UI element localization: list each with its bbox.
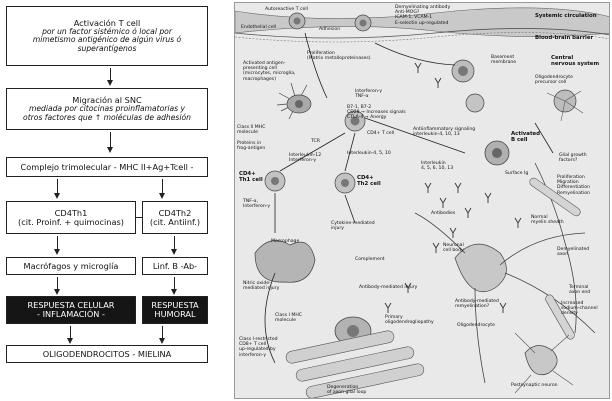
- label-proliferation: Proliferation (Matrix metalloproteinases…: [307, 51, 371, 61]
- step-cns-migration: Migración al SNC mediada por citocinas p…: [6, 88, 208, 130]
- trimolecular-text: Complejo trimolecular - MHC II+Ag+Tcell …: [21, 163, 194, 172]
- cellular-response-box: RESPUESTA CELULAR - INFLAMACIÓN -: [6, 296, 136, 324]
- label-oligodendrocyte: Oligodendrocyte: [457, 323, 495, 328]
- label-class1-cd8: Class I-restricted CD8+ T cell up-regula…: [239, 337, 278, 358]
- label-nitric: Nitric oxide- mediated injury: [243, 281, 279, 291]
- tcell-activation-line-3: superantígenos: [78, 45, 137, 54]
- label-proteins: Proteins in frog-antigen: [237, 141, 265, 151]
- arrow-to-linf: [174, 236, 175, 250]
- label-surface-ig: Surface Ig: [505, 171, 528, 176]
- th1-line-2: (cit. Proinf. + quimocinas): [18, 218, 124, 227]
- th1-box: CD4Th1 (cit. Proinf. + quimocinas): [6, 201, 136, 234]
- label-bbb: Blood-brain barrier: [535, 35, 593, 41]
- label-adhesion: Adhesion: [319, 27, 340, 32]
- label-neuronal: Neuronal cell body: [443, 243, 464, 253]
- label-systemic: Systemic circulation: [535, 13, 597, 19]
- label-ab-remyel: Antibody-mediated remyelination?: [455, 299, 499, 309]
- label-th1: CD4+ Th1 cell: [239, 171, 263, 183]
- humoral-line-2: HUMORAL: [154, 310, 195, 319]
- label-class1: Class I MHC molecule: [275, 313, 302, 323]
- step-trimolecular-complex: Complejo trimolecular - MHC II+Ag+Tcell …: [6, 157, 208, 177]
- label-interleukin: Interleukin 4, 5, 6, 10, 13: [421, 161, 453, 171]
- arrow-to-humoral: [174, 277, 175, 290]
- final-text: OLIGODENDROCITOS - MIELINA: [43, 350, 172, 359]
- arrow-2: [110, 132, 111, 148]
- lymph-b-text: Linf. B -Ab-: [153, 262, 197, 271]
- lymph-b-box: Linf. B -Ab-: [142, 257, 208, 275]
- ms-pathogenesis-illustration: Autoreactive T cell Endothelial cell Adh…: [234, 2, 610, 399]
- macrophage-box: Macrófagos y microglía: [6, 257, 136, 275]
- arrow-to-final-left: [70, 326, 71, 339]
- macrophage-text: Macrófagos y microglía: [24, 262, 119, 271]
- step-tcell-activation: Activación T cell por un factor sistémic…: [6, 6, 208, 66]
- label-cytokine: Cytokine-mediated injury: [331, 221, 375, 231]
- label-vcam: Demyelinating antibody Anti-MOG? ICAM-1,…: [395, 5, 450, 26]
- label-primary: Primary oligodendrogliopathy: [385, 315, 434, 325]
- th2-to-th1-link: [136, 217, 142, 218]
- label-complement: Complement: [355, 257, 385, 262]
- label-interferon-g: Interferon-γ TNF-α: [355, 89, 382, 99]
- arrow-to-final-right: [162, 326, 163, 339]
- label-apc: Activated antigen- presenting cell (micr…: [243, 61, 295, 82]
- label-class2: Class II MHC molecule: [237, 125, 265, 135]
- label-il12: Interleukin-12 Interferon-γ: [289, 153, 321, 163]
- label-degeneration: Degeneration of axon glial loop: [327, 385, 366, 395]
- label-cns: Central nervous system: [551, 55, 599, 67]
- label-activated-b: Activated B cell: [511, 131, 540, 143]
- label-basement: Basement membrane: [491, 55, 516, 65]
- label-terminal: Terminal axon end: [569, 285, 590, 295]
- label-autoreactive: Autoreactive T cell: [265, 7, 308, 12]
- label-postsynaptic: Postsynaptic neuron: [511, 383, 558, 388]
- label-oligo-precursor: Oligodendrocyte precursor cell: [535, 75, 573, 85]
- label-endothelial: Endothelial cell: [241, 25, 276, 30]
- label-il4: Interleukin-4, 5, 10: [347, 151, 391, 156]
- cellular-line-2: - INFLAMACIÓN -: [37, 310, 105, 319]
- label-normal-myelin: Normal myelin sheath: [531, 215, 564, 225]
- oligodendrocyte-myelin-box: OLIGODENDROCITOS - MIELINA: [6, 345, 208, 363]
- label-antibodies: Antibodies: [431, 211, 455, 216]
- label-prolif-oligo: Proliferation Migration Differentiation …: [557, 175, 590, 196]
- label-b71: B7-1, B7-2 CD28 → Increases signals CTLA…: [347, 105, 406, 121]
- label-tnf: TNF-α, Interferon-γ: [243, 199, 270, 209]
- label-macrophage: Macrophage: [271, 239, 299, 244]
- humoral-response-box: RESPUESTA HUMORAL: [142, 296, 208, 324]
- arrow-to-th2: [162, 179, 163, 194]
- label-growth: Glial growth factors?: [559, 153, 587, 163]
- label-ab-injury: Antibody-mediated injury: [359, 285, 417, 290]
- label-tcr: TCR: [311, 139, 320, 144]
- th2-line-2: (cit. Antiinf.): [150, 218, 200, 227]
- label-cd4: CD4+ T cell: [367, 131, 394, 136]
- cns-migration-line-2: otros factores que ↑ moléculas de adhesi…: [23, 114, 191, 123]
- label-antiinf: Antiinflammatory signaling interleukin-4…: [413, 127, 475, 137]
- arrow-1: [110, 68, 111, 81]
- arrow-to-macro: [57, 236, 58, 250]
- label-th2: CD4+ Th2 cell: [357, 175, 381, 187]
- label-increased: Increased sodium-channel density: [561, 301, 598, 317]
- arrow-to-th1: [57, 179, 58, 194]
- arrow-to-cellular: [57, 277, 58, 290]
- th2-box: CD4Th2 (cit. Antiinf.): [142, 201, 208, 234]
- label-demyelinated: Demyelinated axon: [557, 247, 589, 257]
